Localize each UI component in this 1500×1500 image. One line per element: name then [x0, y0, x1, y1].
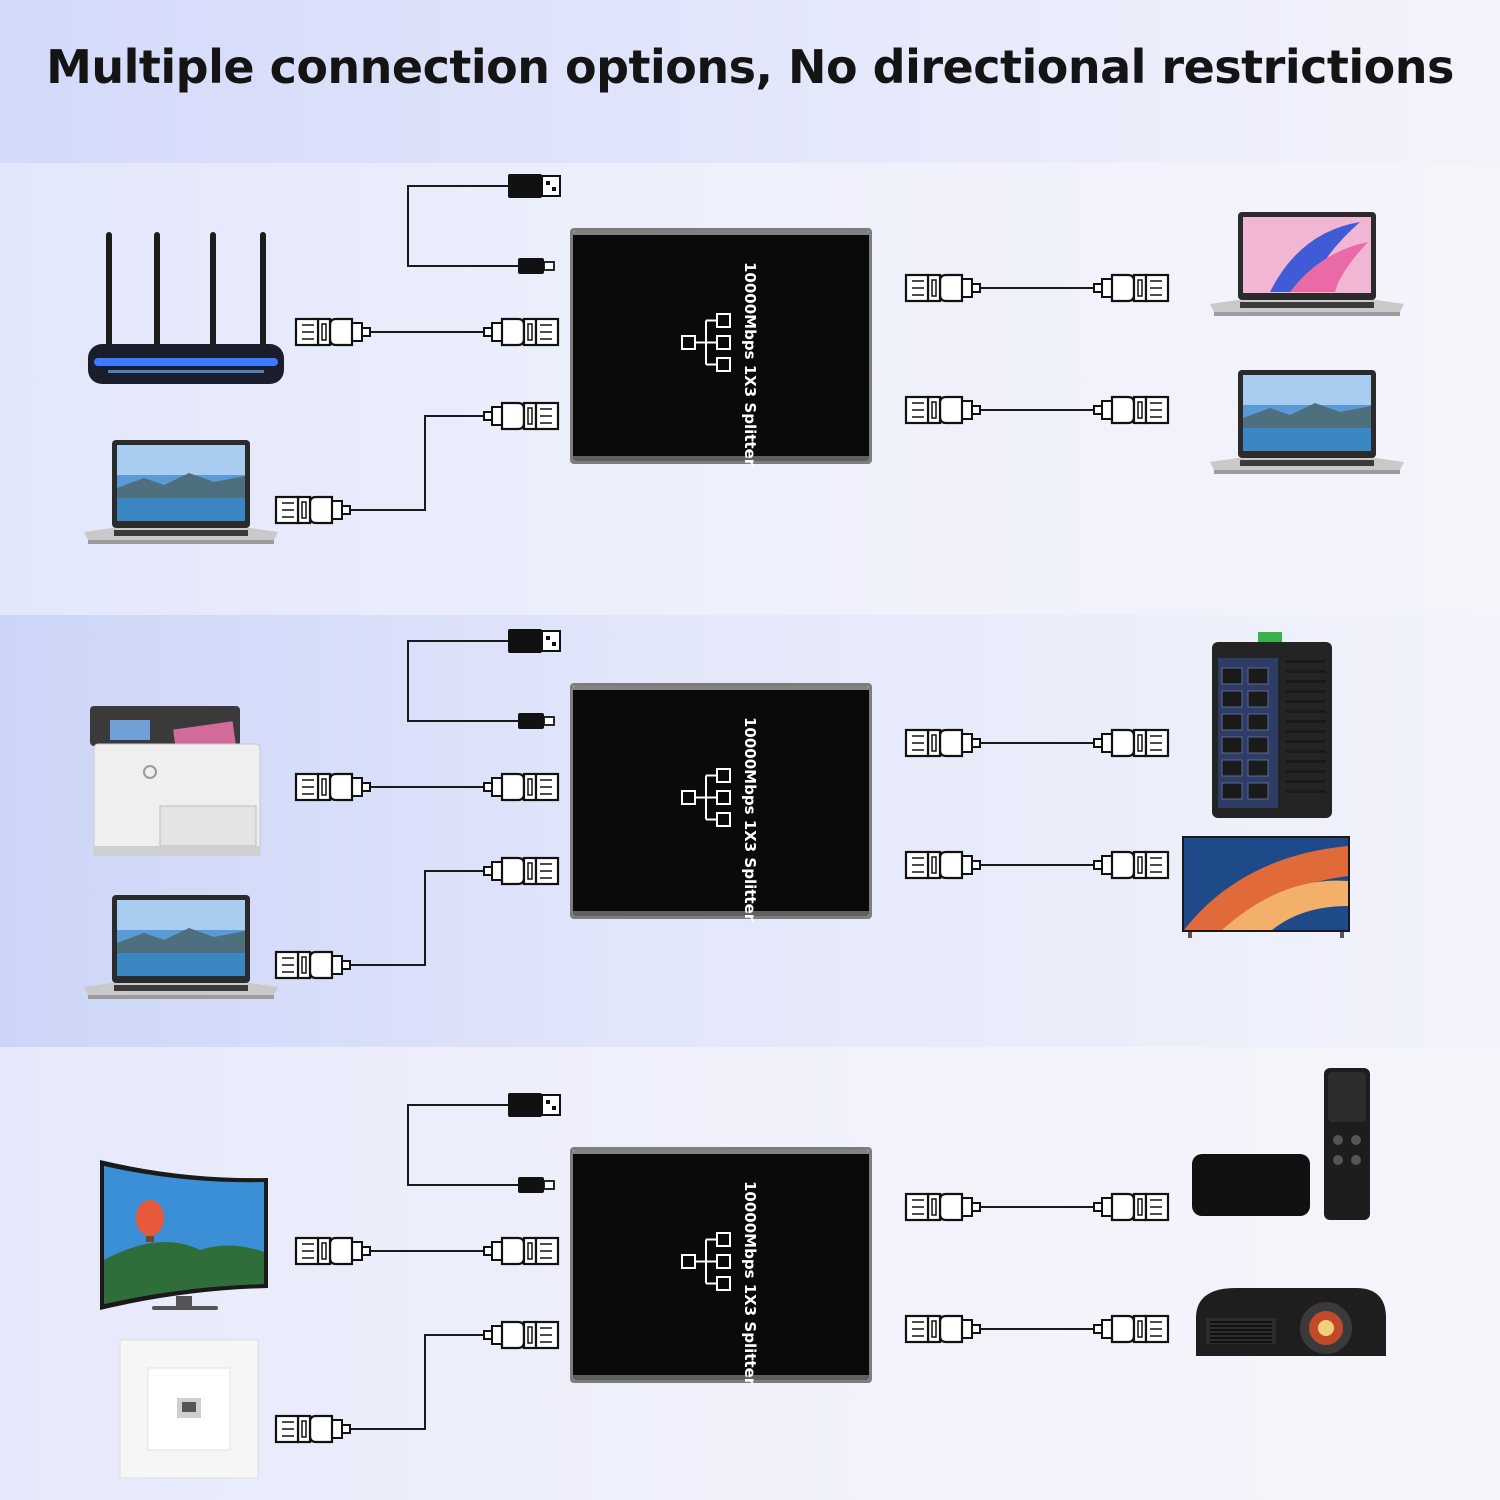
micro-usb-plug-icon [517, 257, 555, 275]
splitter-device: 10000Mbps 1X3 Splitter [569, 682, 873, 922]
rj45-plug-icon [482, 317, 560, 347]
micro-usb-plug-icon [517, 712, 555, 730]
splitter-device: 10000Mbps 1X3 Splitter [569, 227, 873, 467]
usb-power-cable [407, 640, 548, 722]
rj45-plug-icon [904, 273, 982, 303]
printer-icon [90, 706, 261, 856]
rj45-plug-icon [1092, 1192, 1170, 1222]
scenario-row-3: 10000Mbps 1X3 Splitter [100, 1068, 1386, 1479]
scenario-row-1: 10000Mbps 1X3 Splitter [84, 173, 1404, 544]
usb-power-cable [407, 185, 548, 267]
header-banner [0, 0, 1500, 163]
ethernet-cable [350, 870, 484, 966]
network-switch-icon [1212, 632, 1332, 818]
rj45-plug-icon [294, 1236, 372, 1266]
rj45-plug-icon [1092, 728, 1170, 758]
rj45-plug-icon [1092, 395, 1170, 425]
laptop-icon [84, 440, 278, 544]
rj45-plug-icon [904, 1314, 982, 1344]
rj45-plug-icon [482, 772, 560, 802]
rj45-plug-icon [904, 850, 982, 880]
scenario-row-2: 10000Mbps 1X3 Splitter [84, 628, 1350, 999]
smart-tv-icon [1182, 836, 1350, 938]
wall-ethernet-jack-icon [119, 1339, 259, 1479]
splitter-label: 10000Mbps 1X3 Splitter [741, 1181, 759, 1386]
splitter-label: 10000Mbps 1X3 Splitter [741, 717, 759, 922]
usb-a-plug-icon [507, 628, 561, 654]
rj45-plug-icon [274, 495, 352, 525]
splitter-label: 10000Mbps 1X3 Splitter [741, 262, 759, 467]
rj45-plug-icon [482, 856, 560, 886]
rj45-plug-icon [274, 950, 352, 980]
rj45-plug-icon [294, 317, 372, 347]
rj45-plug-icon [482, 1236, 560, 1266]
laptop-icon [84, 895, 278, 999]
page-title: Multiple connection options, No directio… [46, 40, 1454, 94]
usb-a-plug-icon [507, 1092, 561, 1118]
usb-a-plug-icon [507, 173, 561, 199]
ethernet-cable [350, 1334, 484, 1430]
rj45-plug-icon [1092, 1314, 1170, 1344]
rj45-plug-icon [904, 395, 982, 425]
projector-icon [1196, 1288, 1386, 1356]
ethernet-cable [350, 415, 484, 511]
laptop-icon [1210, 212, 1404, 316]
curved-monitor-icon [100, 1160, 268, 1310]
rj45-plug-icon [1092, 273, 1170, 303]
wifi-router-icon [88, 232, 284, 384]
rj45-plug-icon [482, 1320, 560, 1350]
rj45-plug-icon [1092, 850, 1170, 880]
micro-usb-plug-icon [517, 1176, 555, 1194]
rj45-plug-icon [274, 1414, 352, 1444]
rj45-plug-icon [904, 728, 982, 758]
tv-box-with-remote-icon [1192, 1068, 1370, 1220]
rj45-plug-icon [904, 1192, 982, 1222]
rj45-plug-icon [294, 772, 372, 802]
splitter-device: 10000Mbps 1X3 Splitter [569, 1146, 873, 1386]
rj45-plug-icon [482, 401, 560, 431]
laptop-icon [1210, 370, 1404, 474]
usb-power-cable [407, 1104, 548, 1186]
